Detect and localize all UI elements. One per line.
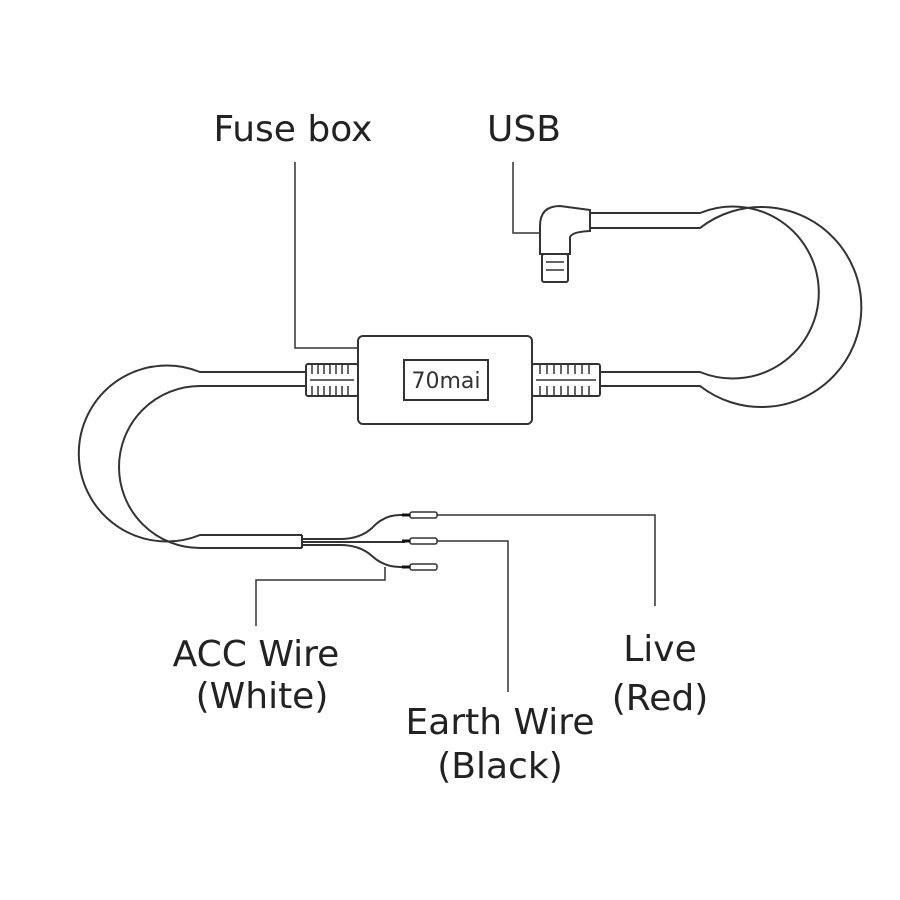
label-earth-wire: Earth Wire bbox=[406, 702, 595, 743]
wire-terminals bbox=[402, 511, 438, 571]
strain-relief-right bbox=[531, 363, 601, 397]
power-cable bbox=[77, 364, 306, 549]
brand-logo: 70mai bbox=[411, 369, 480, 394]
split-wires bbox=[302, 511, 438, 571]
label-fuse-box: Fuse box bbox=[214, 109, 373, 150]
label-earth-color: (Black) bbox=[437, 746, 563, 787]
usb-cable bbox=[590, 205, 863, 408]
usb-connector bbox=[539, 204, 591, 283]
strain-relief-left bbox=[305, 363, 359, 397]
leader-lines bbox=[255, 162, 656, 692]
label-usb: USB bbox=[487, 109, 561, 150]
label-acc-color: (White) bbox=[196, 676, 329, 717]
label-live: Live bbox=[623, 629, 697, 670]
label-acc-wire: ACC Wire bbox=[173, 634, 340, 675]
label-live-color: (Red) bbox=[612, 678, 709, 719]
fuse-box: 70mai bbox=[357, 335, 533, 425]
